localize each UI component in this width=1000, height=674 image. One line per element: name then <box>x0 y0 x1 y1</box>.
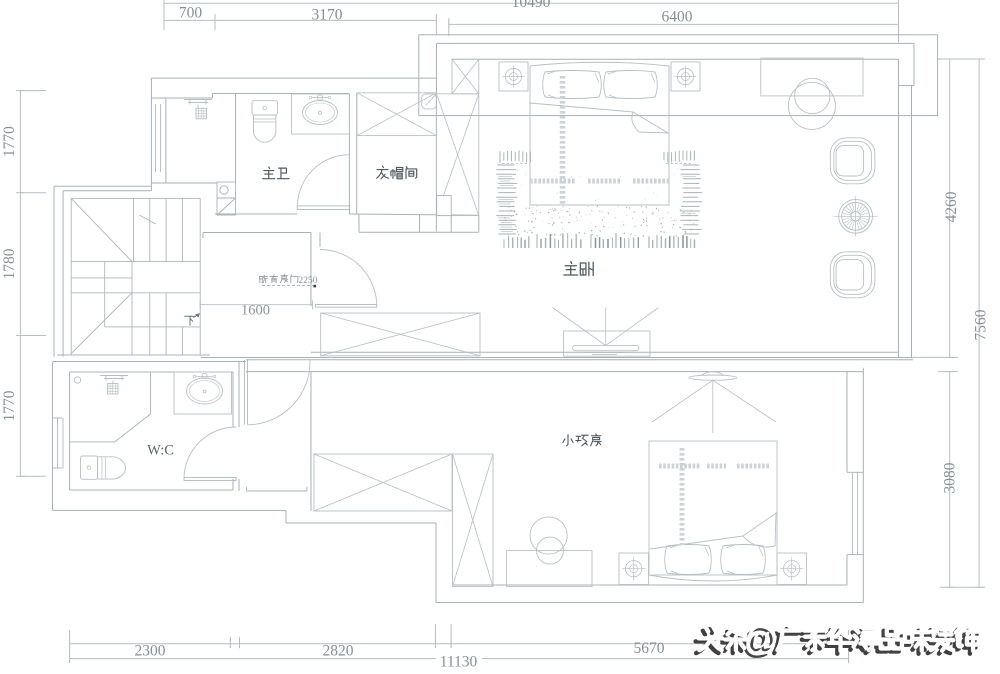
svg-text:7560: 7560 <box>973 309 990 340</box>
svg-text:6400: 6400 <box>662 9 693 26</box>
svg-text:10490: 10490 <box>512 0 551 11</box>
svg-text:1780: 1780 <box>1 248 18 279</box>
svg-text:1770: 1770 <box>1 390 18 421</box>
svg-text:1600: 1600 <box>241 303 270 319</box>
svg-text:2250: 2250 <box>299 276 318 286</box>
svg-text:4260: 4260 <box>943 191 960 222</box>
svg-text:3080: 3080 <box>942 462 959 493</box>
svg-text:2300: 2300 <box>135 643 166 660</box>
svg-text:3170: 3170 <box>312 7 343 24</box>
svg-text:5670: 5670 <box>634 640 665 657</box>
svg-text:11130: 11130 <box>440 654 478 671</box>
svg-text:700: 700 <box>179 5 203 22</box>
svg-text:@: @ <box>745 620 778 658</box>
svg-text:1770: 1770 <box>1 126 18 157</box>
svg-text:2820: 2820 <box>323 643 354 660</box>
svg-text:W:C: W:C <box>147 443 174 459</box>
